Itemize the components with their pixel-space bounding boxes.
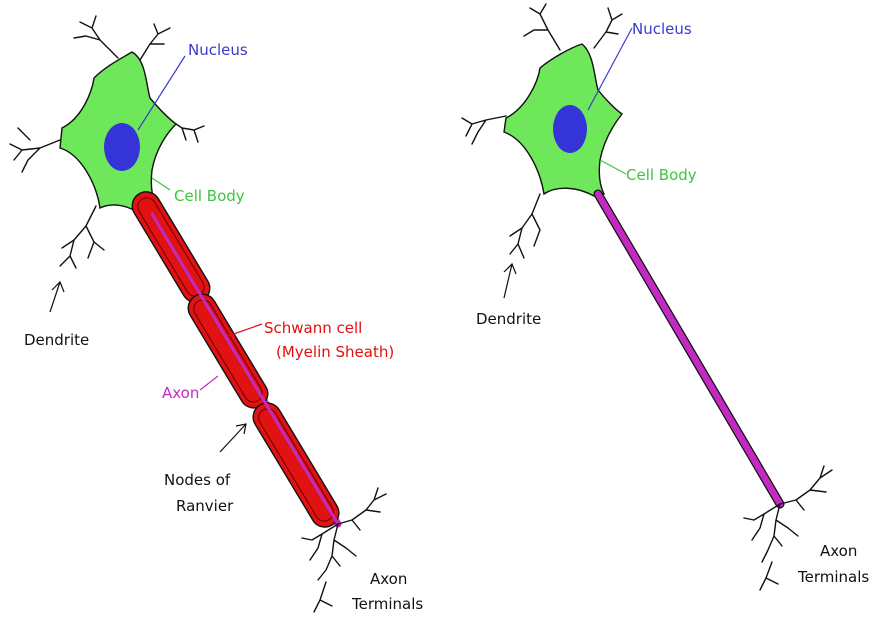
right-cell-body-label: Cell Body: [626, 166, 697, 184]
left-cell-body-label: Cell Body: [174, 187, 245, 205]
left-schwann-pointer: [228, 324, 262, 336]
right-axon-fill: [598, 194, 780, 504]
left-nodes-arrow: [220, 424, 246, 452]
left-dendrite-arrow: [50, 282, 64, 312]
right-nucleus-pointer: [588, 28, 632, 110]
right-terminals-label-line1: Axon: [820, 542, 857, 560]
right-cell-body-pointer: [600, 160, 626, 174]
left-nodes-label-line1: Nodes of: [164, 471, 231, 489]
right-terminals-label-line2: Terminals: [797, 568, 869, 586]
left-schwann-label-line1: Schwann cell: [264, 319, 362, 337]
left-terminals-label-line1: Axon: [370, 570, 407, 588]
left-nucleus: [104, 123, 140, 171]
left-axon-label: Axon: [162, 384, 199, 402]
right-dendrite-label: Dendrite: [476, 310, 541, 328]
left-schwann-label-line2: (Myelin Sheath): [276, 343, 394, 361]
left-nucleus-label: Nucleus: [188, 41, 248, 59]
right-neuron: Nucleus Cell Body Dendrite Axon Terminal…: [462, 4, 869, 590]
right-dendrite-arrow: [504, 264, 516, 298]
left-axon-pointer: [200, 376, 218, 390]
left-cell-body-pointer: [152, 178, 170, 190]
left-nodes-label-line2: Ranvier: [176, 497, 234, 515]
right-nucleus: [553, 105, 587, 153]
left-terminals-label-line2: Terminals: [351, 595, 423, 613]
left-neuron: Nucleus Cell Body Dendrite Schwann cell …: [10, 16, 423, 613]
left-dendrite-label: Dendrite: [24, 331, 89, 349]
right-nucleus-label: Nucleus: [632, 20, 692, 38]
